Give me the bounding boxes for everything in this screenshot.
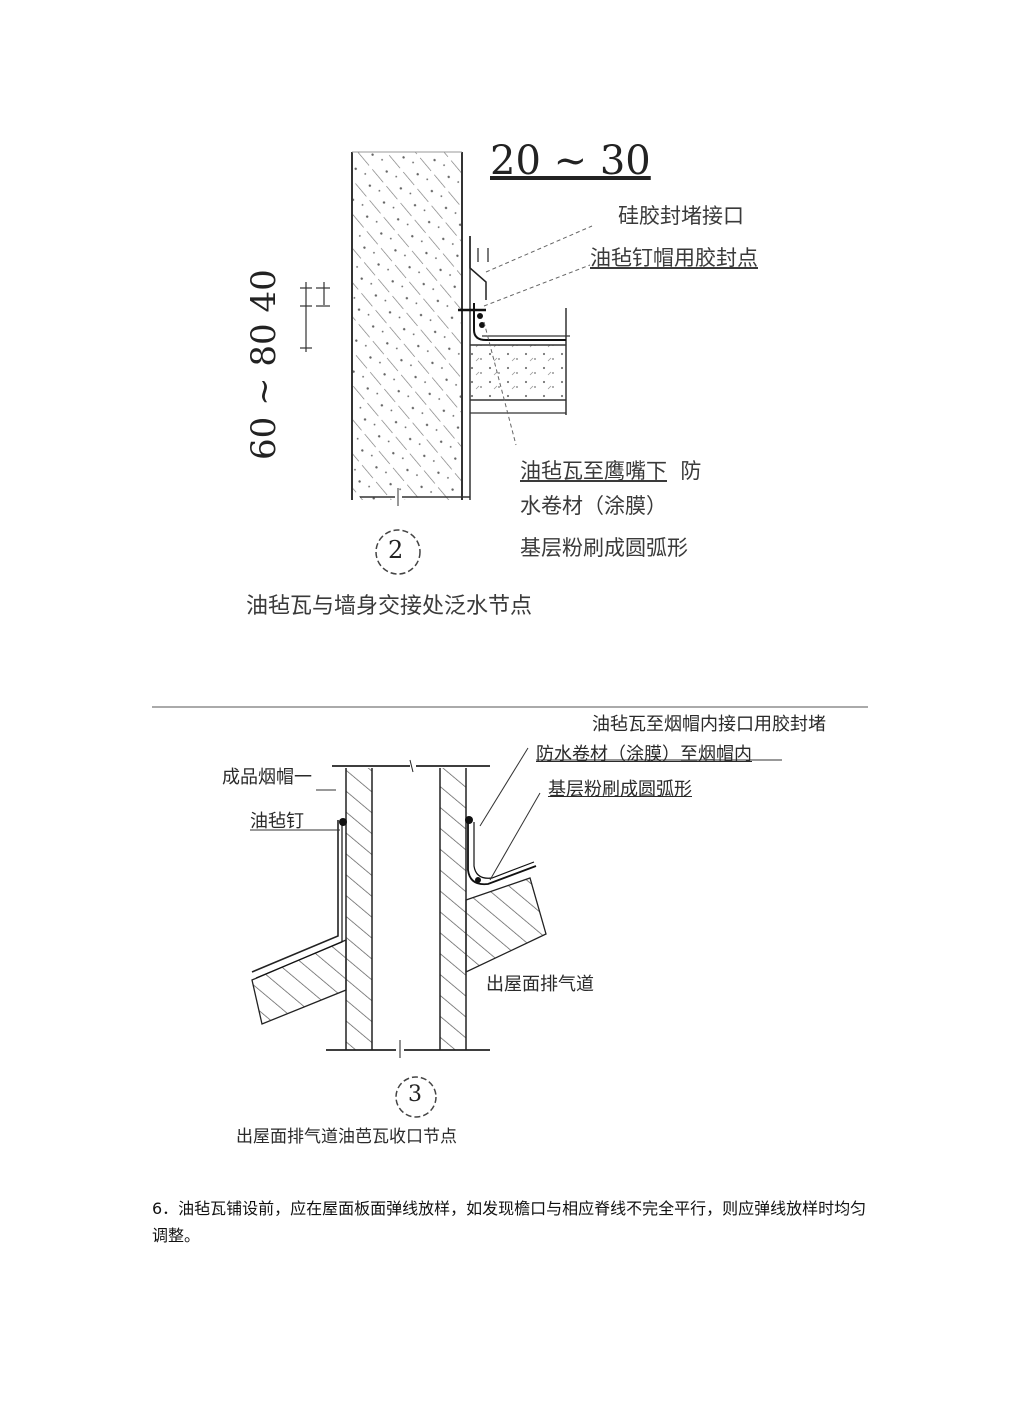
figure-2-number-circle xyxy=(375,529,421,575)
label-nail-head-seal: 油毡钉帽用胶封点 xyxy=(590,246,758,270)
figure-3-leaders xyxy=(250,747,782,881)
label-nail: 油毡钉 xyxy=(250,811,304,832)
label-membrane-into-cap: 防水卷材（涂膜）至烟帽内 xyxy=(536,744,752,765)
flashing-detail xyxy=(458,236,566,341)
dimension-top-label: 20 ~ 30 xyxy=(490,138,651,184)
roof-slope-right xyxy=(465,816,547,974)
body-paragraph: 6．油毡瓦铺设前，应在屋面板面弹线放样，如发现檐口与相应脊线不完全平行，则应弹线… xyxy=(152,1199,867,1245)
label-seal-cap-joint: 油毡瓦至烟帽内接口用胶封堵 xyxy=(592,714,826,735)
dimension-marks xyxy=(300,282,330,352)
label-base-arc: 基层粉刷成圆弧形 xyxy=(520,536,688,560)
label-vent: 出屋面排气道 xyxy=(486,974,594,995)
label-membrane: 水卷材（涂膜） xyxy=(520,494,667,518)
figure-3-number: 3 xyxy=(408,1082,422,1107)
figure-3-number-circle xyxy=(395,1076,437,1118)
label-silicone-seal: 硅胶封堵接口 xyxy=(618,204,744,228)
roof-slope-left xyxy=(251,818,347,1025)
roof-slab xyxy=(470,308,570,415)
label-base-arc-3: 基层粉刷成圆弧形 xyxy=(548,779,692,800)
figure-2-caption: 油毡瓦与墙身交接处泛水节点 xyxy=(246,594,533,619)
wall-section xyxy=(351,151,471,506)
label-under-drip: 油毡瓦至鹰嘴下 防 xyxy=(520,459,702,483)
leader-lines xyxy=(483,225,593,446)
dimension-side-label: 60 ~ 80 40 xyxy=(244,269,284,460)
figure-3-caption: 出屋面排气道油芭瓦收口节点 xyxy=(236,1127,457,1147)
label-product-cap: 成品烟帽一 xyxy=(222,767,312,788)
figure-2-number: 2 xyxy=(388,536,404,564)
